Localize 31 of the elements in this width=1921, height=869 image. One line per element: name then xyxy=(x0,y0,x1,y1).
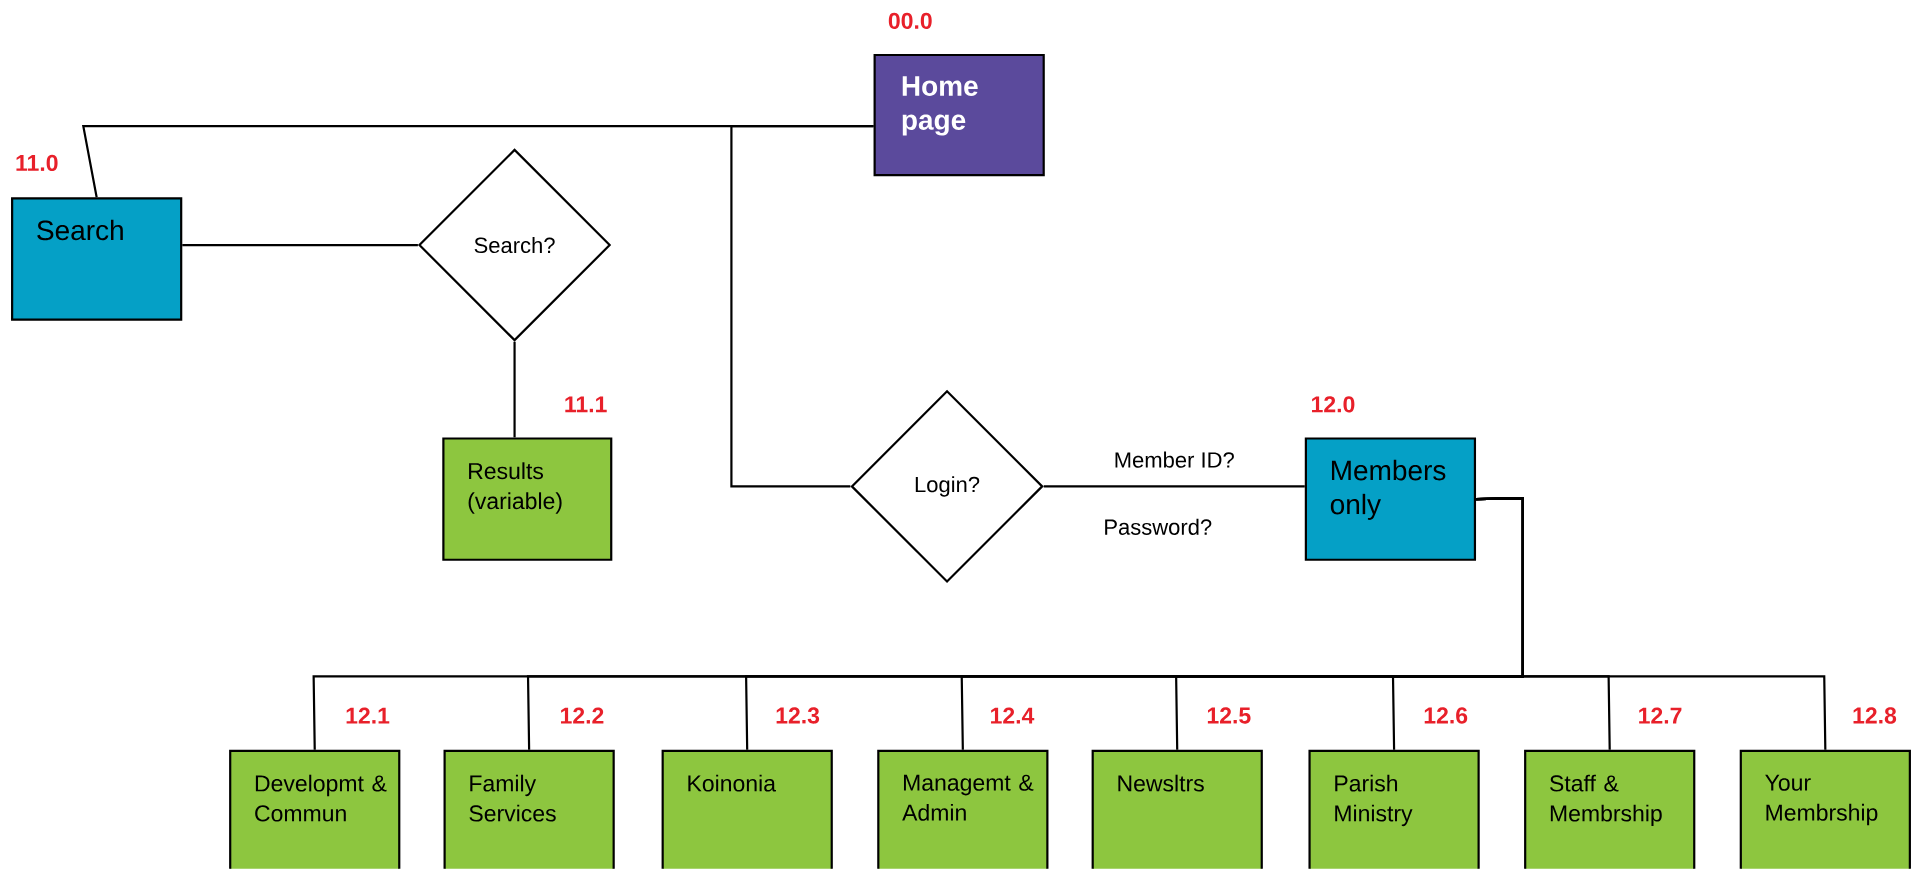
section-number: 12.0 xyxy=(1312,396,1355,413)
section-number: 12.2 xyxy=(561,707,604,724)
section-number: 12.1 xyxy=(346,707,390,724)
box-label: Staff & Membrship xyxy=(1550,774,1662,827)
box-label: Home page xyxy=(902,76,978,136)
section-number: 12.8 xyxy=(1853,707,1897,724)
section-number: 12.4 xyxy=(991,707,1035,724)
box-label: Developmt & Commun xyxy=(255,774,387,822)
section-number: 11.1 xyxy=(565,396,607,413)
box-label: Search xyxy=(37,219,123,241)
connector-line xyxy=(513,341,516,438)
section-number: 11.0 xyxy=(16,155,58,172)
text-label: Password? xyxy=(1101,516,1215,538)
box-label: Koinonia xyxy=(688,774,776,792)
edge-label: Member ID? xyxy=(1111,449,1237,470)
section-number: 12.7 xyxy=(1639,707,1682,724)
box-label: Managemt & Admin xyxy=(902,774,1034,821)
section-number: 12.3 xyxy=(776,707,820,724)
box-label: Members only xyxy=(1330,460,1446,521)
box-label: Results (variable) xyxy=(468,462,562,514)
connector-line xyxy=(1043,485,1305,488)
connector-line xyxy=(1476,497,1827,750)
connector-line xyxy=(182,244,418,247)
section-number: 12.5 xyxy=(1207,707,1251,724)
box-label: Family Services xyxy=(469,774,556,822)
connector-line xyxy=(730,125,874,488)
section-number: 12.6 xyxy=(1424,707,1468,724)
section-number: 00.0 xyxy=(888,12,932,30)
box-label: Parish Ministry xyxy=(1335,774,1413,827)
box-label: Newsltrs xyxy=(1118,774,1204,792)
box-label: Your Membrship xyxy=(1765,774,1878,826)
